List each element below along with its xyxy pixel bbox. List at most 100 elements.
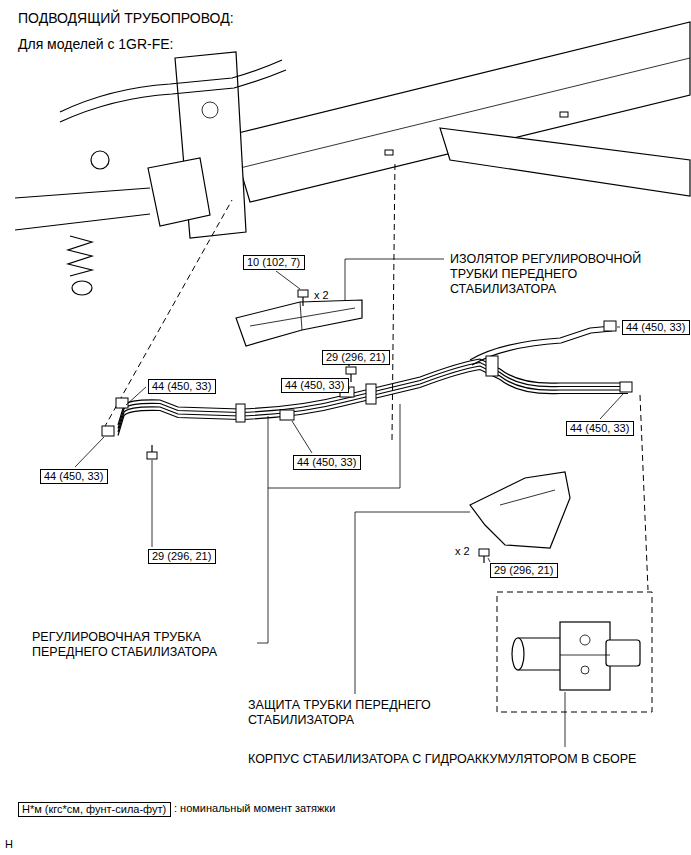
label-text: H	[5, 838, 13, 850]
leader-line	[565, 692, 566, 747]
chassis-frame	[60, 60, 282, 112]
subtitle: Для моделей с 1GR-FE:	[18, 36, 174, 53]
leader-line	[292, 421, 312, 453]
torque-box: 44 (450, 33)	[622, 320, 690, 335]
torque-value: 44 (450, 33)	[285, 379, 345, 392]
torque-value: 29 (296, 21)	[152, 550, 212, 563]
chassis-frame	[202, 102, 218, 118]
chassis-frame	[148, 158, 210, 226]
legend-note: : номинальный момент затяжки	[174, 802, 335, 815]
leader-line	[488, 558, 490, 562]
bolt-symbol	[483, 556, 484, 563]
accumulator-housing	[606, 640, 640, 666]
leader-line	[75, 259, 624, 747]
adjusting-tube	[486, 356, 498, 376]
chassis-frame	[15, 22, 690, 295]
torque-box: 44 (450, 33)	[40, 469, 108, 484]
accumulator-housing	[581, 666, 589, 674]
bolt-symbol	[298, 290, 308, 297]
dashed-reference-line	[392, 160, 395, 440]
chassis-frame	[440, 128, 690, 196]
torque-box: 10 (102, 7)	[243, 255, 305, 270]
adjusting-tube	[118, 370, 628, 436]
torque-value: 29 (296, 21)	[494, 564, 554, 577]
leader-line	[75, 437, 104, 467]
isolator-part	[236, 300, 362, 346]
adjusting-tube	[102, 321, 632, 436]
label-text: x 2	[314, 289, 329, 301]
adjusting-tube	[102, 426, 114, 436]
dashed-reference-line	[104, 200, 232, 428]
label-text: ЗАЩИТА ТРУБКИ ПЕРЕДНЕГО СТАБИЛИЗАТОРА	[248, 698, 431, 727]
part-name: КОРПУС СТАБИЛИЗАТОРА С ГИДРОАККУМУЛЯТОРО…	[248, 752, 636, 767]
label-text: ИЗОЛЯТОР РЕГУЛИРОВОЧНОЙ ТРУБКИ ПЕРЕДНЕГО…	[450, 252, 641, 296]
label-text: x 2	[455, 545, 470, 557]
chassis-frame	[15, 214, 150, 230]
dashed-reference-line	[497, 592, 652, 712]
quantity-label: x 2	[314, 289, 329, 302]
shield-part	[500, 490, 555, 505]
adjusting-tube	[604, 321, 616, 331]
bolt-symbol	[147, 290, 489, 563]
torque-box: 29 (296, 21)	[322, 350, 390, 365]
leader-line	[126, 387, 146, 405]
part-name: ИЗОЛЯТОР РЕГУЛИРОВОЧНОЙ ТРУБКИ ПЕРЕДНЕГО…	[450, 252, 682, 297]
bolt-symbol	[302, 297, 303, 306]
chassis-frame	[60, 70, 286, 122]
torque-value: 10 (102, 7)	[247, 256, 301, 269]
accumulator-housing	[512, 622, 640, 690]
bolt-symbol	[479, 549, 489, 556]
legend-box: Н*м (кгс*см, фунт-сила-фут)	[18, 802, 171, 817]
leader-line	[348, 365, 350, 366]
bolt-symbol	[350, 374, 351, 382]
isolator-part	[300, 302, 302, 330]
torque-box: 44 (450, 33)	[281, 378, 349, 393]
chassis-frame	[385, 150, 393, 155]
torque-value: 44 (450, 33)	[570, 422, 630, 435]
accumulator-housing	[580, 635, 590, 645]
leader-line	[276, 271, 300, 289]
diagram-title: ПОДВОДЯЩИЙ ТРУБОПРОВОД:	[18, 10, 234, 27]
torque-box: 29 (296, 21)	[490, 563, 558, 578]
leader-line	[355, 512, 470, 694]
chassis-frame	[15, 188, 150, 198]
adjusting-tube	[236, 404, 245, 422]
torque-value: 44 (450, 33)	[626, 321, 686, 334]
adjusting-tube	[620, 382, 632, 392]
quantity-label: x 2	[455, 545, 470, 558]
bolt-symbol	[151, 445, 152, 452]
shield-part	[470, 472, 570, 548]
isolator-part	[250, 308, 355, 326]
leader-line	[152, 460, 153, 547]
bolt-symbol	[147, 452, 157, 459]
label-text: : номинальный момент затяжки	[174, 802, 335, 814]
label-text: КОРПУС СТАБИЛИЗАТОРА С ГИДРОАККУМУЛЯТОРО…	[248, 752, 636, 766]
torque-value: 44 (450, 33)	[44, 470, 104, 483]
title-text: ПОДВОДЯЩИЙ ТРУБОПРОВОД:	[18, 10, 234, 26]
label-text: Для моделей с 1GR-FE:	[18, 36, 174, 52]
dashed-reference-line	[640, 395, 648, 590]
label-text: РЕГУЛИРОВОЧНАЯ ТРУБКА ПЕРЕДНЕГО СТАБИЛИЗ…	[32, 630, 217, 659]
adjusting-tube	[280, 410, 294, 420]
torque-value: 44 (450, 33)	[297, 456, 357, 469]
adjusting-tube	[366, 384, 376, 404]
adjusting-tube	[118, 366, 628, 432]
leader-line	[600, 393, 624, 419]
chassis-frame	[91, 151, 109, 169]
adjusting-tube	[470, 326, 612, 360]
leader-line	[257, 416, 268, 643]
torque-value: 44 (450, 33)	[152, 380, 212, 393]
leader-line	[617, 327, 620, 328]
accumulator-housing	[560, 622, 610, 690]
bolt-symbol	[346, 367, 356, 374]
torque-box: 44 (450, 33)	[293, 455, 361, 470]
chassis-frame	[230, 22, 690, 202]
dashed-reference-line	[104, 160, 652, 712]
torque-box: 44 (450, 33)	[566, 421, 634, 436]
figure-code: H	[5, 838, 13, 851]
part-name: ЗАЩИТА ТРУБКИ ПЕРЕДНЕГО СТАБИЛИЗАТОРА	[248, 698, 466, 728]
torque-box: 44 (450, 33)	[148, 379, 216, 394]
adjusting-tube	[116, 398, 128, 408]
leader-line	[345, 259, 444, 300]
isolator-part	[236, 300, 362, 346]
